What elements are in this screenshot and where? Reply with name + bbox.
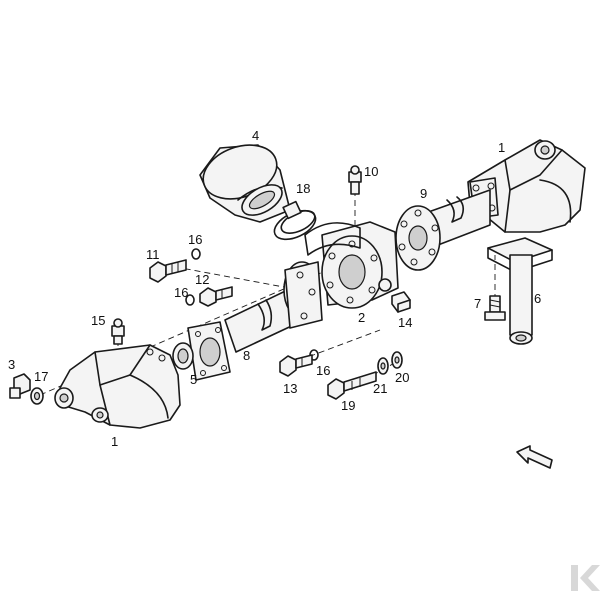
direction-arrow-icon [516, 445, 553, 469]
hose-clamp-18 [273, 200, 317, 241]
callout-15: 15 [91, 313, 105, 328]
left-axle-housing [54, 344, 181, 429]
callout-3: 3 [8, 357, 15, 372]
washer-21 [377, 357, 389, 375]
washer-17 [30, 387, 44, 405]
bolt-13 [279, 354, 313, 377]
callout-5: 5 [190, 372, 197, 387]
callout-2: 2 [358, 310, 365, 325]
callout-8: 8 [243, 348, 250, 363]
callout-13: 13 [283, 381, 297, 396]
callout-labels: 1 1 2 3 4 5 6 7 8 9 10 11 12 13 14 15 16… [8, 128, 541, 449]
callout-6: 6 [534, 291, 541, 306]
callout-21: 21 [373, 381, 387, 396]
centre-coupling-2 [304, 221, 399, 309]
grease-fitting-15 [111, 318, 125, 345]
bolt-3 [9, 373, 31, 399]
callout-19: 19 [341, 398, 355, 413]
callout-1-right: 1 [498, 140, 505, 155]
callout-16-a: 16 [188, 232, 202, 247]
adapter-plate-5 [172, 321, 231, 381]
grease-nipple-10 [348, 165, 362, 195]
callout-7: 7 [474, 296, 481, 311]
callout-17: 17 [34, 369, 48, 384]
bolt-7 [484, 295, 506, 321]
flange-9 [395, 189, 491, 271]
callout-12: 12 [195, 272, 209, 287]
callout-10: 10 [364, 164, 378, 179]
bolt-11 [149, 259, 187, 283]
callout-1-left: 1 [111, 434, 118, 449]
bolt-12 [199, 286, 233, 307]
callout-16-c: 16 [316, 363, 330, 378]
right-axle-housing [467, 139, 586, 233]
leader-line-11 [164, 264, 301, 291]
tube-flange [284, 261, 323, 329]
callout-4: 4 [252, 128, 259, 143]
callout-20: 20 [395, 370, 409, 385]
logo-k-icon [571, 565, 600, 591]
washer-16-a [191, 248, 201, 260]
plug-14 [391, 291, 411, 313]
bolt-19 [327, 371, 377, 400]
callout-9: 9 [420, 186, 427, 201]
callout-16-b: 16 [174, 285, 188, 300]
protective-boot-4 [199, 144, 291, 223]
callout-11: 11 [146, 247, 160, 262]
callout-14: 14 [398, 315, 412, 330]
support-leg [487, 237, 553, 345]
washer-16-b [185, 294, 195, 306]
callout-18: 18 [296, 181, 310, 196]
washer-20 [391, 351, 403, 369]
leader-line-13 [299, 329, 381, 361]
